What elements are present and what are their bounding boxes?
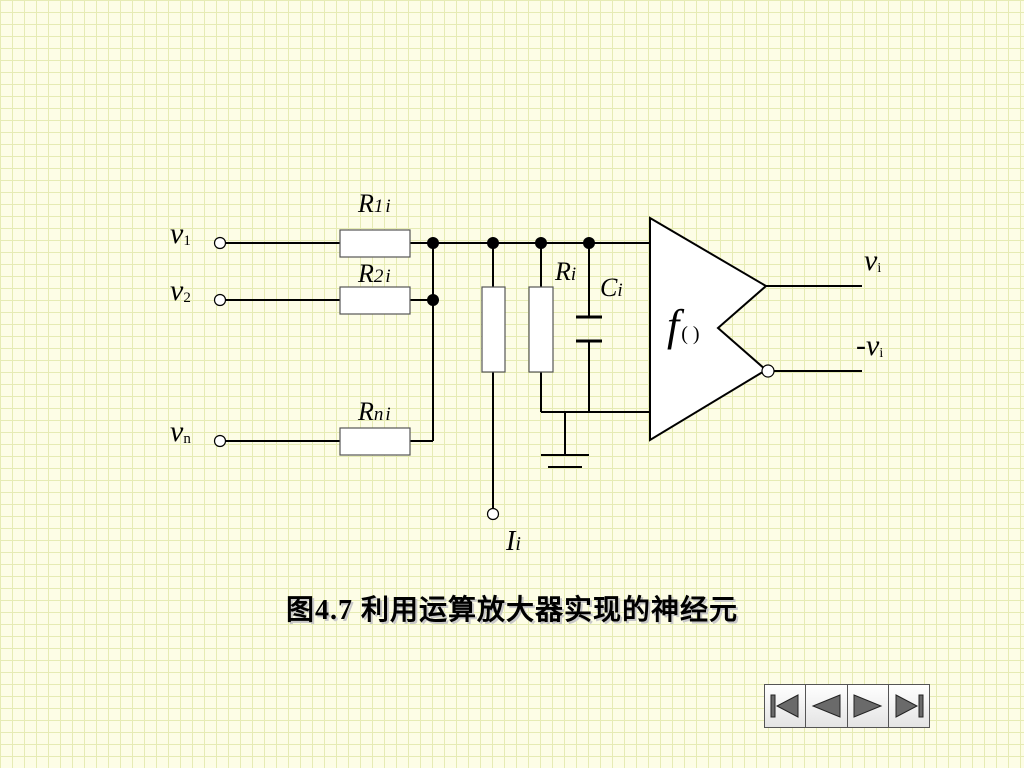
input-2-terminal (213, 293, 227, 307)
slide-navigation-bar (764, 684, 930, 728)
next-slide-button[interactable] (847, 685, 889, 727)
input-label-vn: vn (170, 415, 191, 448)
first-slide-icon (770, 694, 799, 718)
junction-dot (427, 294, 439, 306)
input-1-terminal (213, 236, 227, 250)
ground-icon (541, 454, 589, 468)
next-slide-icon (853, 694, 882, 718)
figure-caption: 图4.7 利用运算放大器实现的神经元 (285, 595, 738, 626)
current-label: Ii (505, 526, 521, 557)
amplifier-triangle (649, 216, 768, 442)
resistor-rni (339, 427, 411, 456)
last-slide-button[interactable] (888, 685, 929, 727)
output-label-negative: -vi (856, 329, 883, 362)
first-slide-button[interactable] (765, 685, 807, 727)
junction-dot (487, 237, 499, 249)
resistor-ri (528, 286, 554, 373)
previous-slide-button[interactable] (806, 685, 848, 727)
inverting-output-bubble (761, 364, 775, 378)
current-source-element (481, 286, 506, 373)
junction-dot (535, 237, 547, 249)
resistor-r1i (339, 229, 411, 258)
input-n-terminal (213, 434, 227, 448)
resistor-r2i (339, 286, 411, 315)
output-label-positive: vi (864, 244, 881, 277)
shunt-resistor-label: Ri (554, 257, 576, 286)
junction-dot (427, 237, 439, 249)
previous-slide-icon (812, 694, 841, 718)
capacitor-label: Ci (600, 273, 623, 302)
current-terminal (486, 507, 500, 521)
last-slide-icon (895, 694, 924, 718)
input-label-v2: v2 (170, 274, 191, 307)
junction-dot (583, 237, 595, 249)
input-label-v1: v1 (170, 217, 191, 250)
